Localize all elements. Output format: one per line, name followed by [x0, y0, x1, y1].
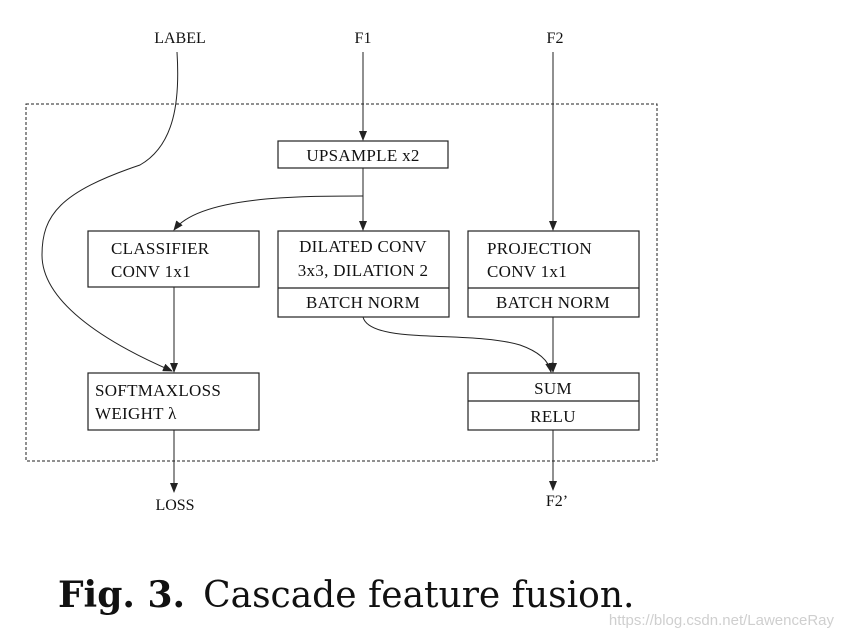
classifier-box — [87, 230, 260, 288]
caption-prefix: Fig. 3. — [58, 574, 185, 616]
arrow-upsample-to-classifier — [173, 195, 364, 231]
caption-text: Cascade feature fusion. — [203, 575, 634, 616]
upsample-label: UPSAMPLE x2 — [306, 146, 419, 165]
arrow-label-to-softmax — [41, 51, 179, 372]
projection-batchnorm-label: BATCH NORM — [496, 293, 610, 312]
watermark: https://blog.csdn.net/LawenceRay — [609, 612, 835, 629]
projection-label-line1: PROJECTION — [487, 239, 592, 258]
input-label: LABEL — [154, 30, 206, 47]
softmaxloss-label-line2: WEIGHT λ — [95, 404, 177, 423]
projection-box — [467, 230, 640, 318]
projection-label-line2: CONV 1x1 — [487, 262, 567, 281]
output-f2-prime: F2’ — [546, 493, 568, 510]
figure-caption: Fig. 3. Cascade feature fusion. — [58, 574, 634, 616]
arrow-dilated-to-sum — [362, 316, 554, 373]
dilated-conv-label-line2: 3x3, DILATION 2 — [298, 261, 429, 280]
softmaxloss-label-line1: SOFTMAXLOSS — [95, 381, 221, 400]
input-f1: F1 — [355, 30, 372, 47]
classifier-label-line2: CONV 1x1 — [111, 262, 191, 281]
module-boundary — [25, 103, 658, 462]
sum-label: SUM — [534, 379, 572, 398]
classifier-label-line1: CLASSIFIER — [111, 239, 210, 258]
input-f2: F2 — [547, 30, 564, 47]
softmaxloss-box — [87, 372, 260, 431]
upsample-box — [277, 140, 449, 169]
dilated-batchnorm-label: BATCH NORM — [306, 293, 420, 312]
relu-label: RELU — [530, 407, 576, 426]
dilated-conv-label-line1: DILATED CONV — [299, 237, 427, 256]
output-loss: LOSS — [155, 497, 194, 514]
